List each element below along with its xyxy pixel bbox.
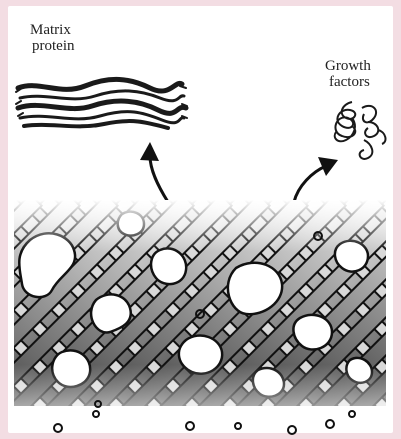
- matrix-fiber-band: [0, 194, 14, 435]
- extracellular-matrix: [0, 194, 401, 435]
- growth-factor-arrow: [294, 166, 326, 202]
- matrix-fiber-band: [0, 194, 4, 435]
- release-arrows: [150, 156, 326, 202]
- matrix-protein-arrowhead: [140, 142, 159, 161]
- growth-factor-arrowhead: [318, 157, 338, 176]
- growth-factor-molecule: [335, 102, 386, 159]
- matrix-protein-arrow: [150, 156, 168, 202]
- matrix-protein-fiber: [16, 79, 187, 128]
